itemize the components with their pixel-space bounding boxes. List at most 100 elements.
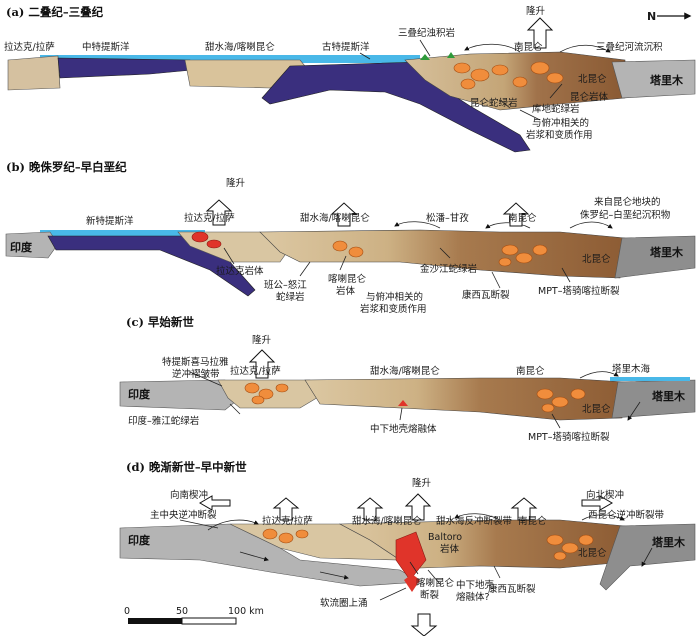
label-bangong-1: 班公–怒江: [264, 279, 307, 291]
uplift-arrow-b2: [330, 202, 358, 227]
label-triassic-fluvial: 三叠纪河流沉积: [596, 41, 663, 53]
label-yarlung: 印度–雅江蛇绿岩: [128, 415, 199, 427]
thrust-arrow-c: [579, 371, 619, 379]
label-karakoram-1: 喀喇昆仑: [328, 273, 367, 285]
ocean-water-b: [40, 230, 205, 238]
panel-a: (a) 二叠纪–三叠纪: [4, 5, 696, 153]
label-tarim-a: 塔里木: [650, 73, 684, 87]
label-uplift-d: 隆升: [412, 477, 432, 489]
label-crust-melt-c: 中下地壳熔融体: [370, 423, 437, 435]
label-tianshuihai-a: 甜水海/喀喇昆仑: [205, 41, 275, 53]
thrust-arrow-b-left: [394, 221, 441, 229]
label-lhasa-b: 拉达克/拉萨: [184, 212, 235, 224]
thrust-arrow-d3: [581, 514, 625, 521]
uplift-arrow-a: [526, 17, 554, 49]
scale-tick-50: 50: [176, 606, 188, 617]
thrust-arrow-d1: [207, 519, 259, 531]
label-mpt-b: MPT–塔骑喀拉断裂: [538, 285, 620, 297]
label-tarim-c: 塔里木: [652, 389, 686, 403]
baltoro-melt: [395, 531, 427, 581]
north-arrow: N: [647, 10, 692, 23]
label-tarim-b: 塔里木: [650, 245, 684, 259]
karakoram-wedge-b: [259, 229, 626, 279]
label-tianshuihai-c: 甜水海/喀喇昆仑: [370, 365, 440, 377]
label-tianshuihai-d: 甜水海/喀喇昆仑: [352, 515, 422, 527]
scale-tick-100: 100 km: [228, 606, 264, 617]
label-crust-melt-d-1: 中下地壳: [456, 579, 495, 591]
label-asthenosphere: 软流圈上涌: [320, 597, 368, 609]
thrust-arrow-right-a: [559, 44, 611, 53]
ladakh-pluton-red: [191, 231, 222, 249]
uplift-arrow-d2: [356, 497, 384, 521]
label-lhasa-c: 拉达克/拉萨: [230, 365, 281, 377]
label-uplift-c: 隆升: [252, 334, 272, 346]
label-india-d: 印度: [128, 533, 151, 547]
label-north-wedge: 向北楔冲: [586, 489, 624, 501]
label-n-kunlun-d: 北昆仑: [578, 547, 607, 559]
label-kunlun-pluton: 昆仑岩体: [570, 91, 609, 103]
label-karakoram-fault-2: 断裂: [420, 589, 440, 601]
label-meso-tethys: 中特提斯洋: [82, 41, 130, 53]
downwelling-arrow: [410, 613, 438, 636]
label-n-kunlun-a: 北昆仑: [578, 73, 607, 85]
thrust-arrow-b-right: [569, 221, 613, 229]
kunlun-plutons-b: [332, 240, 548, 267]
panel-d-title: (d) 晚渐新世–早中新世: [126, 460, 247, 474]
label-kunlun-ophiolite: 昆仑蛇绿岩: [470, 97, 518, 109]
meso-tethys-crust: [57, 57, 193, 79]
panel-c-title: (c) 早始新世: [126, 315, 194, 329]
label-uplift-a: 隆升: [526, 5, 546, 17]
label-source-2: 侏罗纪–白垩纪沉积物: [580, 209, 671, 221]
label-tianshuihai-b: 甜水海/喀喇昆仑: [300, 212, 370, 224]
label-karakoram-fault-1: 喀喇昆仑: [416, 577, 455, 589]
label-thrust-2: 逆冲褶皱带: [172, 368, 220, 380]
label-tarim-sea: 塔里木海: [612, 363, 651, 375]
label-songpan: 松潘–甘孜: [426, 212, 469, 224]
label-baltoro-2: 岩体: [440, 543, 460, 555]
label-mct: 主中央逆冲断裂: [150, 509, 217, 521]
tarim-sea: [610, 377, 690, 381]
slab-arrow-d1: [239, 551, 269, 562]
label-thrust-1: 特提斯喜马拉雅: [162, 356, 229, 368]
label-source-1: 来自昆仑地块的: [594, 196, 661, 208]
label-s-kunlun-b: 南昆仑: [508, 212, 537, 224]
lhasa-block: [7, 55, 61, 91]
label-ladakh-pluton: 拉达克岩体: [216, 265, 264, 277]
label-triassic-flysch: 三叠纪浊积岩: [398, 27, 455, 39]
label-s-kunlun-a: 南昆仑: [514, 41, 543, 53]
label-south-wedge: 向南楔冲: [170, 489, 208, 501]
label-lhasa-d: 拉达克/拉萨: [262, 515, 313, 527]
label-karakoram-2: 岩体: [336, 285, 356, 297]
slab-arrow-d2: [319, 571, 349, 580]
tarim-block-d: [599, 523, 696, 591]
plutons-d: [262, 528, 594, 561]
label-crust-melt-d-2: 熔融体?: [456, 591, 490, 603]
panel-c: (c) 早始新世 隆升 特提斯喜马拉雅 逆冲褶皱带 拉达克/拉萨 甜水海/喀喇昆…: [119, 315, 696, 443]
label-bangong-2: 蛇绿岩: [276, 291, 305, 303]
thrust-arrow-left-a: [464, 43, 521, 53]
south-wedge-arrow: [199, 495, 231, 511]
label-kangxiwa-b: 康西瓦断裂: [462, 289, 510, 301]
uplift-arrow-c: [248, 349, 276, 379]
label-xikunlun-fault: 西昆仑逆冲断裂带: [588, 509, 665, 521]
label-india-b: 印度: [10, 240, 33, 254]
label-subduction-magma-a-2: 岩浆和变质作用: [526, 129, 593, 141]
india-block-b: [5, 231, 59, 259]
thrust-arrow-b-mid: [485, 222, 531, 229]
label-n-kunlun-c: 北昆仑: [582, 403, 611, 415]
crust-melt-c: [398, 400, 408, 406]
uplift-arrow-d3: [404, 493, 432, 521]
label-uplift-b: 隆升: [226, 177, 246, 189]
label-n-kunlun-b: 北昆仑: [582, 253, 611, 265]
asthenosphere-upwelling: [404, 574, 420, 592]
panel-b-title: (b) 晚侏罗纪–早白垩纪: [6, 160, 127, 174]
label-subduction-magma-a-1: 与俯冲相关的: [532, 117, 589, 129]
label-kangxiwa-d: 康西瓦断裂: [488, 583, 536, 595]
label-paleo-tethys: 古特提斯洋: [322, 41, 370, 53]
panel-d: (d) 晚渐新世–早中新世 隆升 向南楔冲 向北楔: [119, 460, 696, 636]
label-baltoro-1: Baltoro: [428, 532, 462, 543]
north-label: N: [647, 10, 656, 23]
panel-b: (b) 晚侏罗纪–早白垩纪 隆升 拉达克/拉萨 甜水海/喀喇昆仑 松潘–甘孜 南…: [5, 160, 696, 315]
kunlun-plutons-a: [453, 61, 564, 90]
